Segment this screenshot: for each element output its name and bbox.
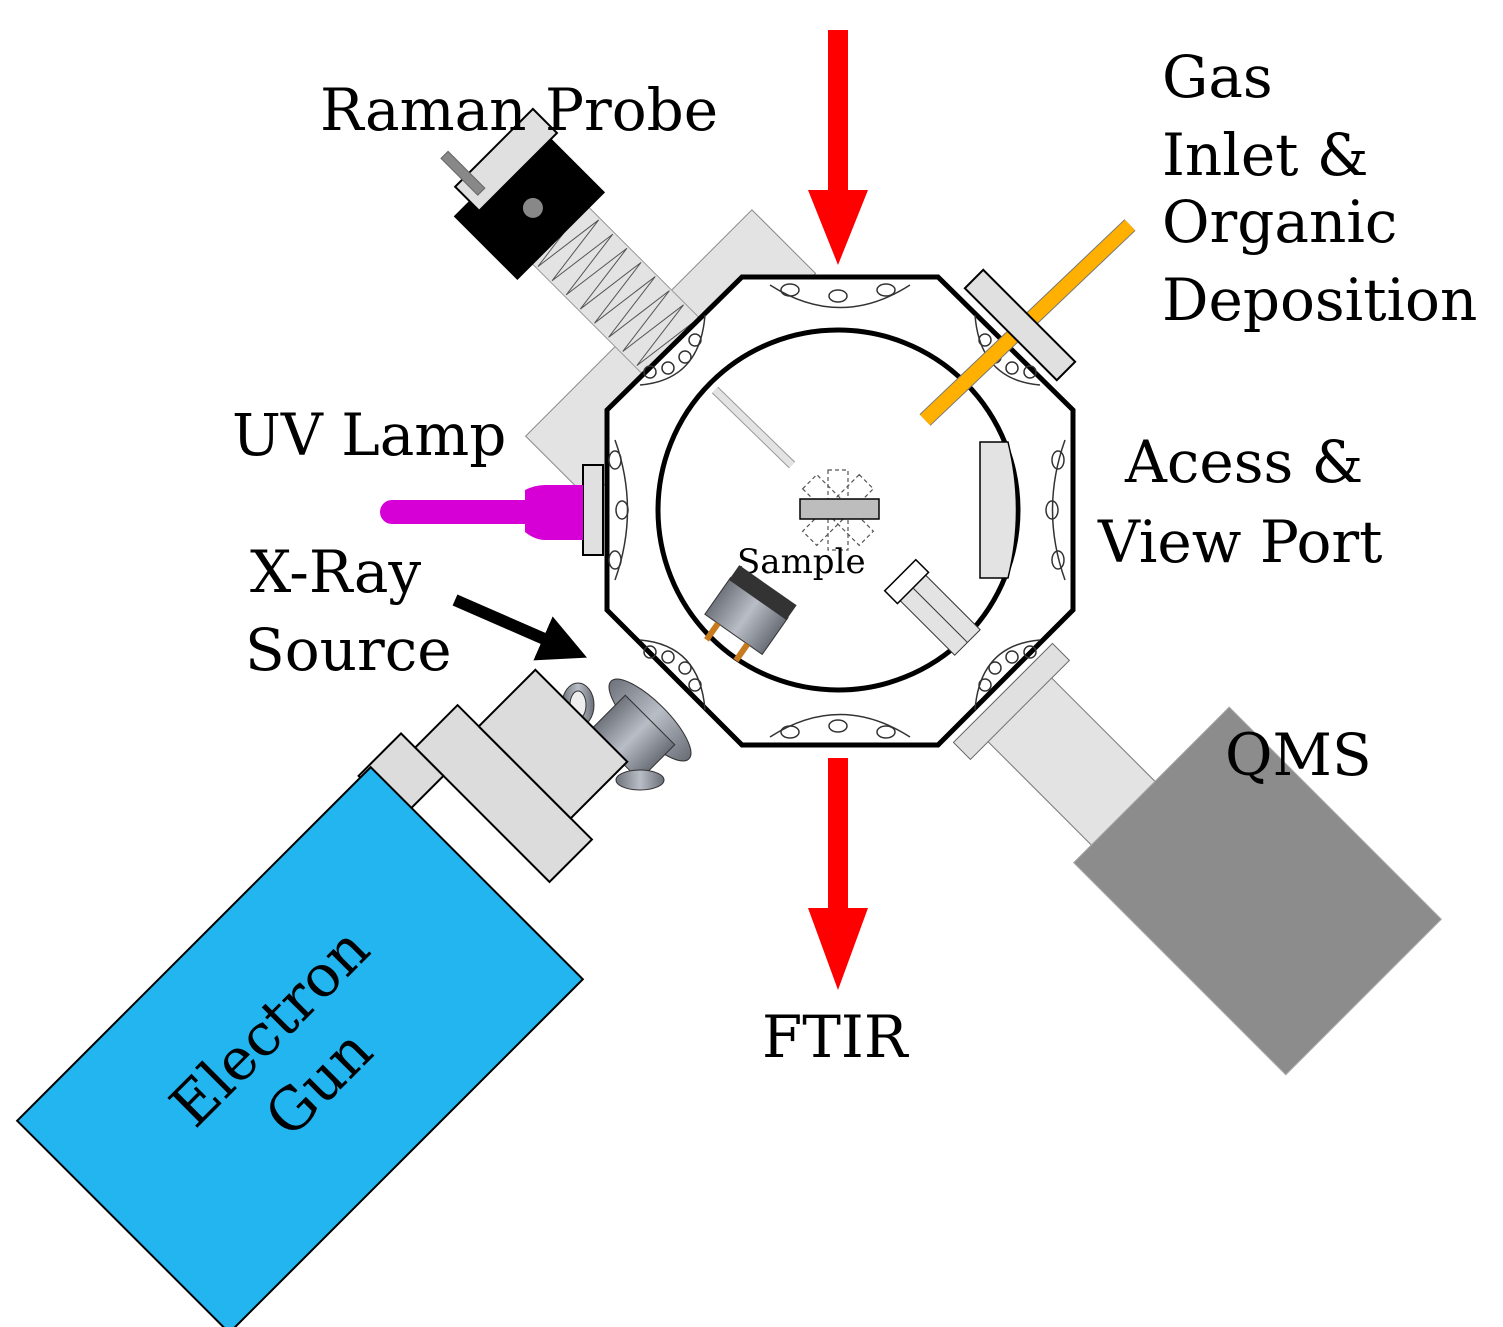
access-label-1: Acess & (1124, 428, 1363, 496)
sample-holder (799, 469, 880, 551)
electron-gun-mounts (357, 668, 629, 884)
gas-inlet-label-2: Inlet & (1162, 121, 1369, 189)
ftir-label: FTIR (762, 1003, 910, 1071)
qms-label: QMS (1225, 721, 1372, 789)
ftir-beam-out-arrow (808, 758, 868, 990)
electron-gun-tip (883, 558, 981, 656)
xray-label-2: Source (245, 616, 452, 684)
raman-probe-label: Raman Probe (320, 76, 718, 144)
access-label-2: View Port (1097, 508, 1382, 576)
xray-source-housing (561, 678, 692, 791)
gas-inlet-label-1: Gas (1162, 43, 1273, 111)
electron-gun (15, 765, 585, 1327)
gas-inlet-label-4: Deposition (1162, 266, 1477, 334)
qms-assembly (952, 642, 1443, 1076)
view-port-window (979, 441, 1018, 579)
gas-inlet-label-3: Organic (1162, 188, 1397, 256)
ftir-beam-in-arrow (808, 30, 868, 265)
xray-label-1: X-Ray (250, 538, 421, 606)
gas-inlet-flange (963, 268, 1077, 382)
sample-label: Sample (737, 542, 866, 582)
xray-pointer-arrow (452, 594, 587, 661)
uv-lamp-label: UV Lamp (232, 401, 506, 469)
xray-source-head (704, 565, 797, 663)
uv-lamp (380, 464, 604, 556)
